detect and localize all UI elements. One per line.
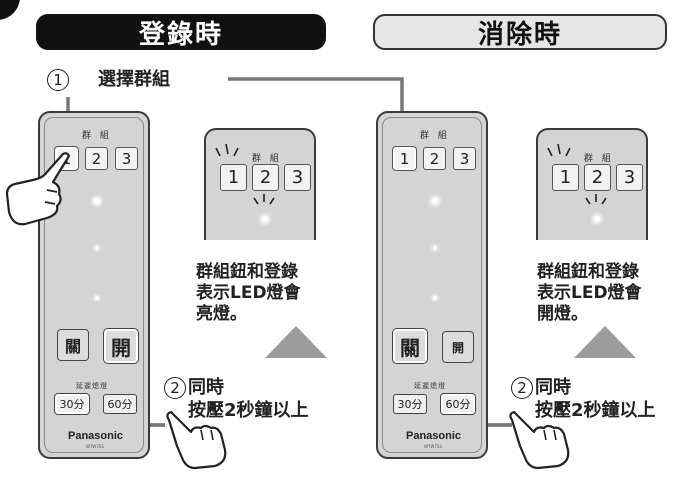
left-zoom-group-button-1: 1 [220,164,247,191]
left-step2-number: 2 [164,377,186,399]
left-zoom-glow-rays [215,143,275,205]
right-step2-number: 2 [511,377,533,399]
right-zoom-group-button-1: 1 [552,164,579,191]
right-brand-logo: Panasonic [406,430,462,442]
right-step2-line1: 同時 [535,377,571,398]
right-step2-line2: 按壓2秒鐘以上 [535,400,656,421]
left-led-2 [95,246,99,250]
right-on-button[interactable]: 開 [442,331,474,363]
left-group-button-2[interactable]: 2 [85,147,108,170]
left-zoom-panel: 群 組 1 2 3 [204,128,316,240]
left-on-button[interactable]: 開 [104,329,138,363]
register-description: 群組鈕和登錄 表示LED燈會 亮燈。 [196,262,301,324]
left-led-3 [95,296,99,300]
right-timer-60-button[interactable]: 60分 [441,394,475,414]
left-zoom-group-button-2: 2 [252,164,279,191]
hand-pointer-icon [509,410,570,470]
right-remote: 群 組 1 2 3 關 開 延遲熄燈 30分 60分 Panasonic WTW… [376,111,488,459]
left-zoom-group-button-3: 3 [284,164,311,191]
right-off-button[interactable]: 關 [393,329,427,363]
right-timer-label: 延遲熄燈 [414,382,446,390]
right-group-button-1[interactable]: 1 [393,147,416,170]
right-led-2 [433,246,437,250]
hand-pointer-icon [166,410,227,470]
right-zoom-group-button-3: 3 [616,164,643,191]
left-group-label: 群 組 [82,131,112,141]
right-model-text: WTW7SS [424,444,442,449]
right-group-button-2[interactable]: 2 [423,147,446,170]
right-group-button-3[interactable]: 3 [453,147,476,170]
step1-label: 選擇群組 [98,69,170,90]
right-timer-30-button[interactable]: 30分 [393,394,427,414]
right-zoom-glow-rays [547,143,607,205]
left-timer-60-button[interactable]: 60分 [103,394,137,414]
left-timer-label: 延遲熄燈 [76,382,108,390]
right-zoom-panel: 群 組 1 2 3 [536,128,648,240]
left-timer-30-button[interactable]: 30分 [55,394,89,414]
left-off-button[interactable]: 關 [57,329,89,361]
left-brand-logo: Panasonic [68,430,124,442]
right-zoom-group-label: 群 組 [584,154,614,164]
hand-pointer-icon [5,152,71,226]
left-led-1 [94,198,100,204]
step1-number: 1 [47,69,69,91]
left-model-text: WTW7SS [86,444,104,449]
delete-tab-header: 消除時 [373,14,667,50]
left-zoom-led [262,216,268,222]
left-group-button-3[interactable]: 3 [115,147,138,170]
right-zoom-group-button-2: 2 [584,164,611,191]
left-step2-line2: 按壓2秒鐘以上 [188,400,309,421]
left-step2-line1: 同時 [188,377,224,398]
delete-description: 群組鈕和登錄 表示LED燈會 開燈。 [537,262,642,324]
right-led-3 [433,296,437,300]
register-tab-header: 登錄時 [36,14,326,50]
right-group-label: 群 組 [420,131,450,141]
left-zoom-group-label: 群 組 [252,154,282,164]
right-zoom-led [594,216,600,222]
right-led-1 [432,198,438,204]
